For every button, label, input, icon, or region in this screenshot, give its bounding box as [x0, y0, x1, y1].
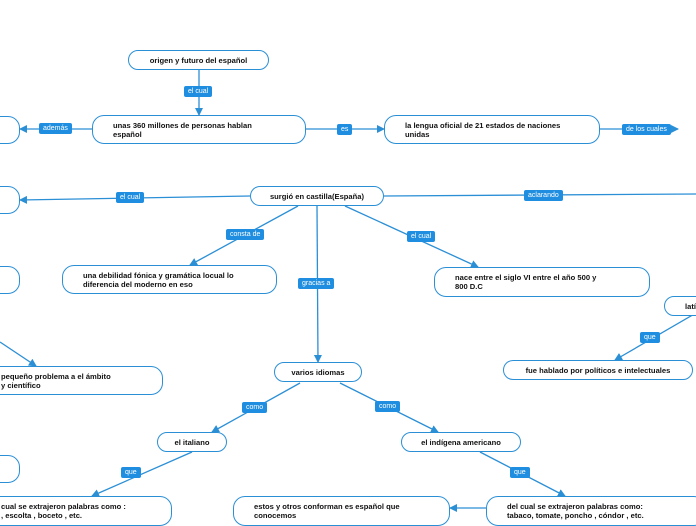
tag-el-cual-2: el cual: [116, 192, 145, 203]
node-indigena[interactable]: el indígena americano: [401, 432, 521, 452]
node-cual-extrajeron[interactable]: cual se extrajeron palabras como : , esc…: [0, 496, 172, 526]
node-left-1[interactable]: [0, 116, 20, 144]
tag-gracias-a: gracias a: [298, 278, 335, 289]
tag-aclarando: aclarando: [524, 190, 563, 201]
node-surgio-castilla[interactable]: surgió en castilla(España): [250, 186, 384, 206]
tag-de-los-cuales: de los cuales: [622, 124, 671, 135]
tag-consta-de: consta de: [226, 229, 265, 240]
tag-que-1: que: [640, 332, 660, 343]
node-left-2[interactable]: [0, 186, 20, 214]
tag-como-1: como: [242, 402, 268, 413]
tag-que-3: que: [510, 467, 530, 478]
node-left-4[interactable]: [0, 455, 20, 483]
node-left-3[interactable]: [0, 266, 20, 294]
node-debilidad[interactable]: una debilidad fónica y gramática locual …: [62, 265, 277, 294]
node-varios-idiomas[interactable]: varios idiomas: [274, 362, 362, 382]
node-latin[interactable]: latín: [664, 296, 696, 316]
tag-es: es: [337, 124, 353, 135]
node-italiano[interactable]: el italiano: [157, 432, 227, 452]
node-fue-hablado[interactable]: fue hablado por políticos e intelectuale…: [503, 360, 693, 380]
node-lengua-oficial[interactable]: la lengua oficial de 21 estados de nacio…: [384, 115, 600, 144]
tag-ademas: además: [39, 123, 72, 134]
tag-que-2: que: [121, 467, 141, 478]
tag-el-cual-3: el cual: [407, 231, 436, 242]
node-estos-otros[interactable]: estos y otros conforman es español que c…: [233, 496, 450, 526]
edge-italiano-cual: [91, 451, 193, 497]
node-pequeno-problema[interactable]: pequeño problema a el ámbito y científic…: [0, 366, 163, 395]
tag-como-2: como: [375, 401, 401, 412]
node-nace[interactable]: nace entre el siglo VI entre el año 500 …: [434, 267, 650, 297]
edge-left-pequeno: [0, 341, 37, 367]
node-360-millones[interactable]: unas 360 millones de personas hablan esp…: [92, 115, 306, 144]
node-origen[interactable]: origen y futuro del español: [128, 50, 269, 70]
tag-el-cual-1: el cual: [184, 86, 213, 97]
node-del-cual-extrajeron[interactable]: del cual se extrajeron palabras como: ta…: [486, 496, 696, 526]
